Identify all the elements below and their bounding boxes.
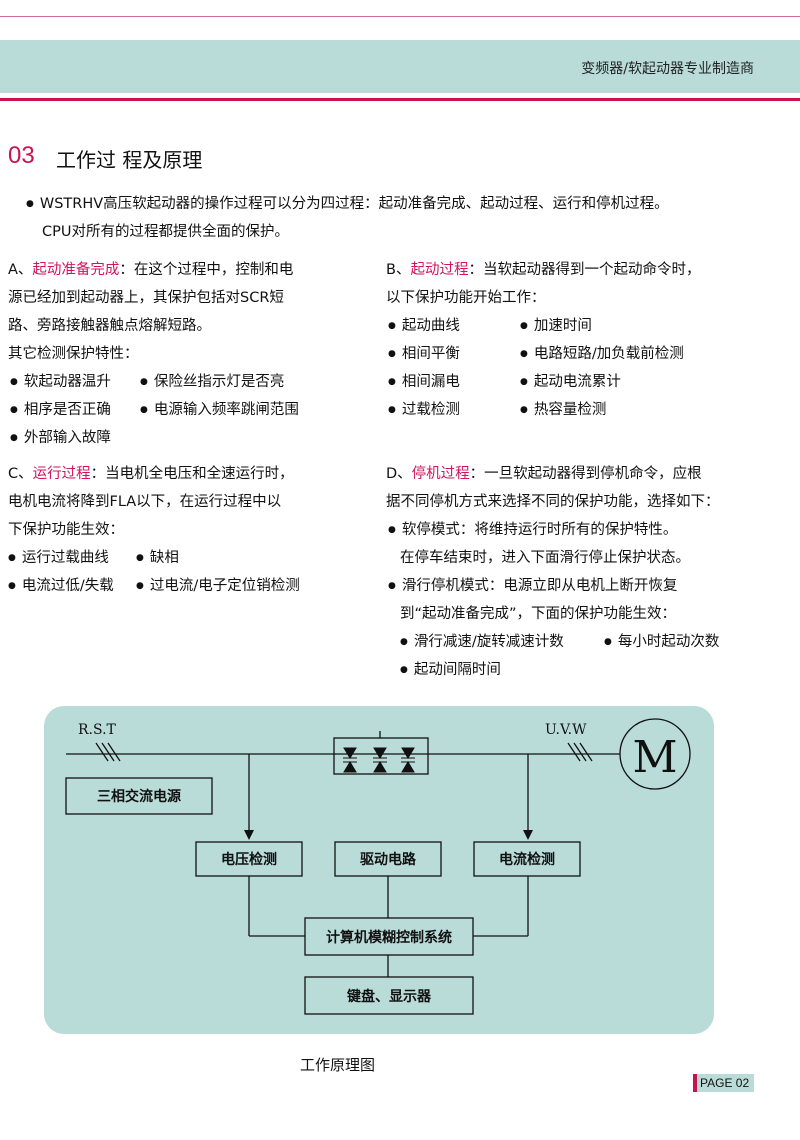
current-label: 电流检测 [499, 851, 555, 868]
section-c-item: 过电流/电子定位销检测 [136, 576, 300, 598]
section-b-item: 过载检测 [388, 400, 460, 422]
section-a-item: 电源输入频率跳闸范围 [140, 400, 299, 422]
section-b-item: 起动曲线 [388, 316, 460, 338]
intro-line-2: CPU对所有的过程都提供全面的保护。 [42, 224, 289, 240]
section-a-item: 保险丝指示灯是否亮 [140, 372, 285, 394]
header-red-rule [0, 98, 800, 101]
section-c-line-1: C、运行过程：当电机全电压和全速运行时， [8, 466, 294, 482]
company-tagline: 变频器/软起动器专业制造商 [581, 61, 754, 77]
section-a-line-2: 源已经加到起动器上，其保护包括对SCR短 [8, 290, 284, 306]
section-d-coast-2: 到“起动准备完成”，下面的保护功能生效： [400, 606, 677, 622]
section-title: 工作过 程及原理 [56, 148, 203, 172]
section-a-item: 外部输入故障 [10, 428, 111, 450]
section-a-line-1: A、起动准备完成：在这个过程中，控制和电 [8, 262, 294, 278]
section-d-soft-stop-2: 在停车结束时，进入下面滑行停止保护状态。 [400, 550, 690, 566]
section-c-line-3: 下保护功能生效： [8, 522, 124, 538]
section-d-label: 停机过程 [411, 466, 470, 482]
drive-label: 驱动电路 [360, 851, 417, 868]
rst-label: R.S.T [78, 722, 117, 738]
section-d-item: 滑行减速/旋转减速计数 [400, 632, 564, 654]
voltage-box [195, 841, 303, 877]
section-c-line-2: 电机电流将降到FLA以下，在运行过程中以 [8, 494, 282, 510]
section-c-label: 运行过程 [32, 466, 91, 482]
section-number: 03 [8, 142, 35, 169]
diagram-caption: 工作原理图 [300, 1056, 376, 1074]
section-d-line-2: 据不同停机方式来选择不同的保护功能，选择如下： [386, 494, 720, 510]
drive-box [334, 841, 442, 877]
page-number: PAGE 02 [697, 1074, 754, 1092]
section-d-item: 每小时起动次数 [604, 632, 720, 654]
keyboard-label: 键盘、显示器 [346, 988, 432, 1005]
computer-box [304, 917, 474, 956]
section-d-line-1: D、停机过程：一旦软起动器得到停机命令，应根 [386, 466, 702, 482]
section-d-item: 起动间隔时间 [400, 660, 501, 682]
section-d-coast: 滑行停机模式：电源立即从电机上断开恢复 [388, 576, 678, 598]
page-marker [693, 1074, 697, 1092]
voltage-label: 电压检测 [221, 851, 277, 868]
source-box [65, 777, 213, 815]
section-b-item: 加速时间 [520, 316, 592, 338]
header-bar [0, 40, 800, 93]
current-box [473, 841, 581, 877]
uvw-label: U.V.W [545, 722, 587, 738]
section-c-item: 运行过载曲线 [8, 548, 109, 570]
section-a-line-4: 其它检测保护特性： [8, 346, 139, 362]
section-d-soft-stop: 软停模式：将维持运行时所有的保护特性。 [388, 520, 678, 542]
section-b-item: 电路短路/加负载前检测 [520, 344, 684, 366]
section-c-item: 电流过低/失载 [8, 576, 114, 598]
keyboard-box [304, 976, 474, 1015]
section-b-item: 相间漏电 [388, 372, 460, 394]
section-a-item: 相序是否正确 [10, 400, 111, 422]
section-b-item: 热容量检测 [520, 400, 607, 422]
section-b-line-2: 以下保护功能开始工作： [386, 290, 546, 306]
intro-line-1: WSTRHV高压软起动器的操作过程可以分为四过程：起动准备完成、起动过程、运行和… [26, 194, 669, 216]
section-b-item: 相间平衡 [388, 344, 460, 366]
source-label: 三相交流电源 [97, 788, 181, 805]
section-a-label: 起动准备完成 [32, 262, 120, 278]
top-accent-line [0, 16, 800, 17]
section-b-line-1: B、起动过程：当软起动器得到一个起动命令时， [386, 262, 701, 278]
section-a-item: 软起动器温升 [10, 372, 111, 394]
section-a-line-3: 路、旁路接触器触点熔解短路。 [8, 318, 211, 334]
section-b-item: 起动电流累计 [520, 372, 621, 394]
section-c-item: 缺相 [136, 548, 179, 570]
computer-label: 计算机模糊控制系统 [326, 929, 452, 946]
motor-label: M [632, 732, 677, 783]
section-b-label: 起动过程 [410, 262, 469, 278]
